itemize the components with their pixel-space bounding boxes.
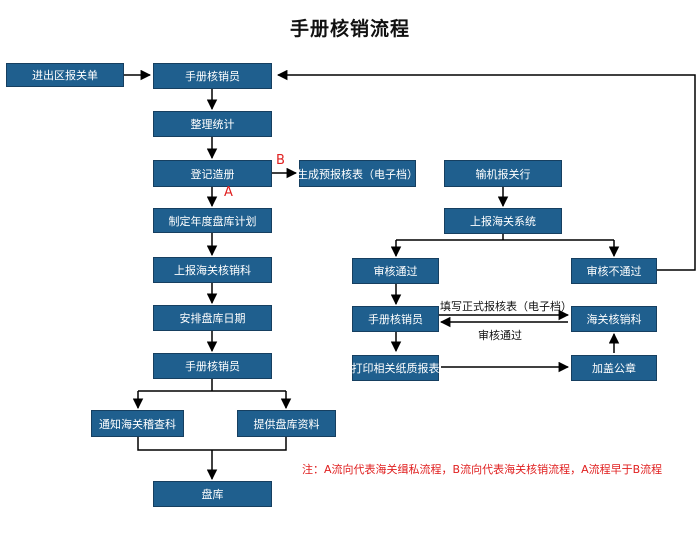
node-inventory: 盘库 xyxy=(153,481,272,507)
flow-marker-b: B xyxy=(276,153,285,168)
node-generate-pre-report: 生成预报核表（电子档） xyxy=(297,160,418,187)
diagram-title: 手册核销流程 xyxy=(289,18,410,40)
node-schedule-inventory-date: 安排盘库日期 xyxy=(153,305,272,331)
node-annual-inventory-plan: 制定年度盘库计划 xyxy=(153,208,272,233)
edge-fail-loop xyxy=(276,69,696,271)
node-customs-verification-dept: 海关核销科 xyxy=(571,306,657,332)
node-manual-verifier-2: 手册核销员 xyxy=(153,353,272,379)
node-entry-exit-declaration: 进出区报关单 xyxy=(6,63,124,87)
node-sort-statistics: 整理统计 xyxy=(153,111,272,137)
node-report-customs-system: 上报海关系统 xyxy=(444,208,562,234)
node-print-paper-report: 打印相关纸质报表 xyxy=(352,355,440,381)
node-input-customs-broker: 输机报关行 xyxy=(444,160,562,187)
node-notify-customs-check: 通知海关稽查科 xyxy=(91,410,184,437)
node-register-book: 登记造册 xyxy=(153,160,272,187)
node-manual-verifier-1: 手册核销员 xyxy=(153,63,272,89)
node-report-to-customs-dept: 上报海关核销科 xyxy=(153,257,272,283)
node-affix-seal: 加盖公章 xyxy=(571,355,657,381)
node-audit-fail: 审核不通过 xyxy=(571,258,657,284)
edge-label-fill-formal-report: 填写正式报核表（电子档） xyxy=(440,300,572,313)
node-provide-inventory-data: 提供盘库资料 xyxy=(237,410,336,437)
node-audit-pass: 审核通过 xyxy=(352,258,439,284)
flow-marker-a: A xyxy=(224,185,233,200)
edge-merge xyxy=(137,437,287,451)
edge-label-audit-pass-back: 审核通过 xyxy=(478,329,522,342)
node-manual-verifier-3: 手册核销员 xyxy=(352,306,439,332)
legend-note: 注：A流向代表海关缉私流程，B流向代表海关核销流程，A流程早于B流程 xyxy=(302,463,663,476)
